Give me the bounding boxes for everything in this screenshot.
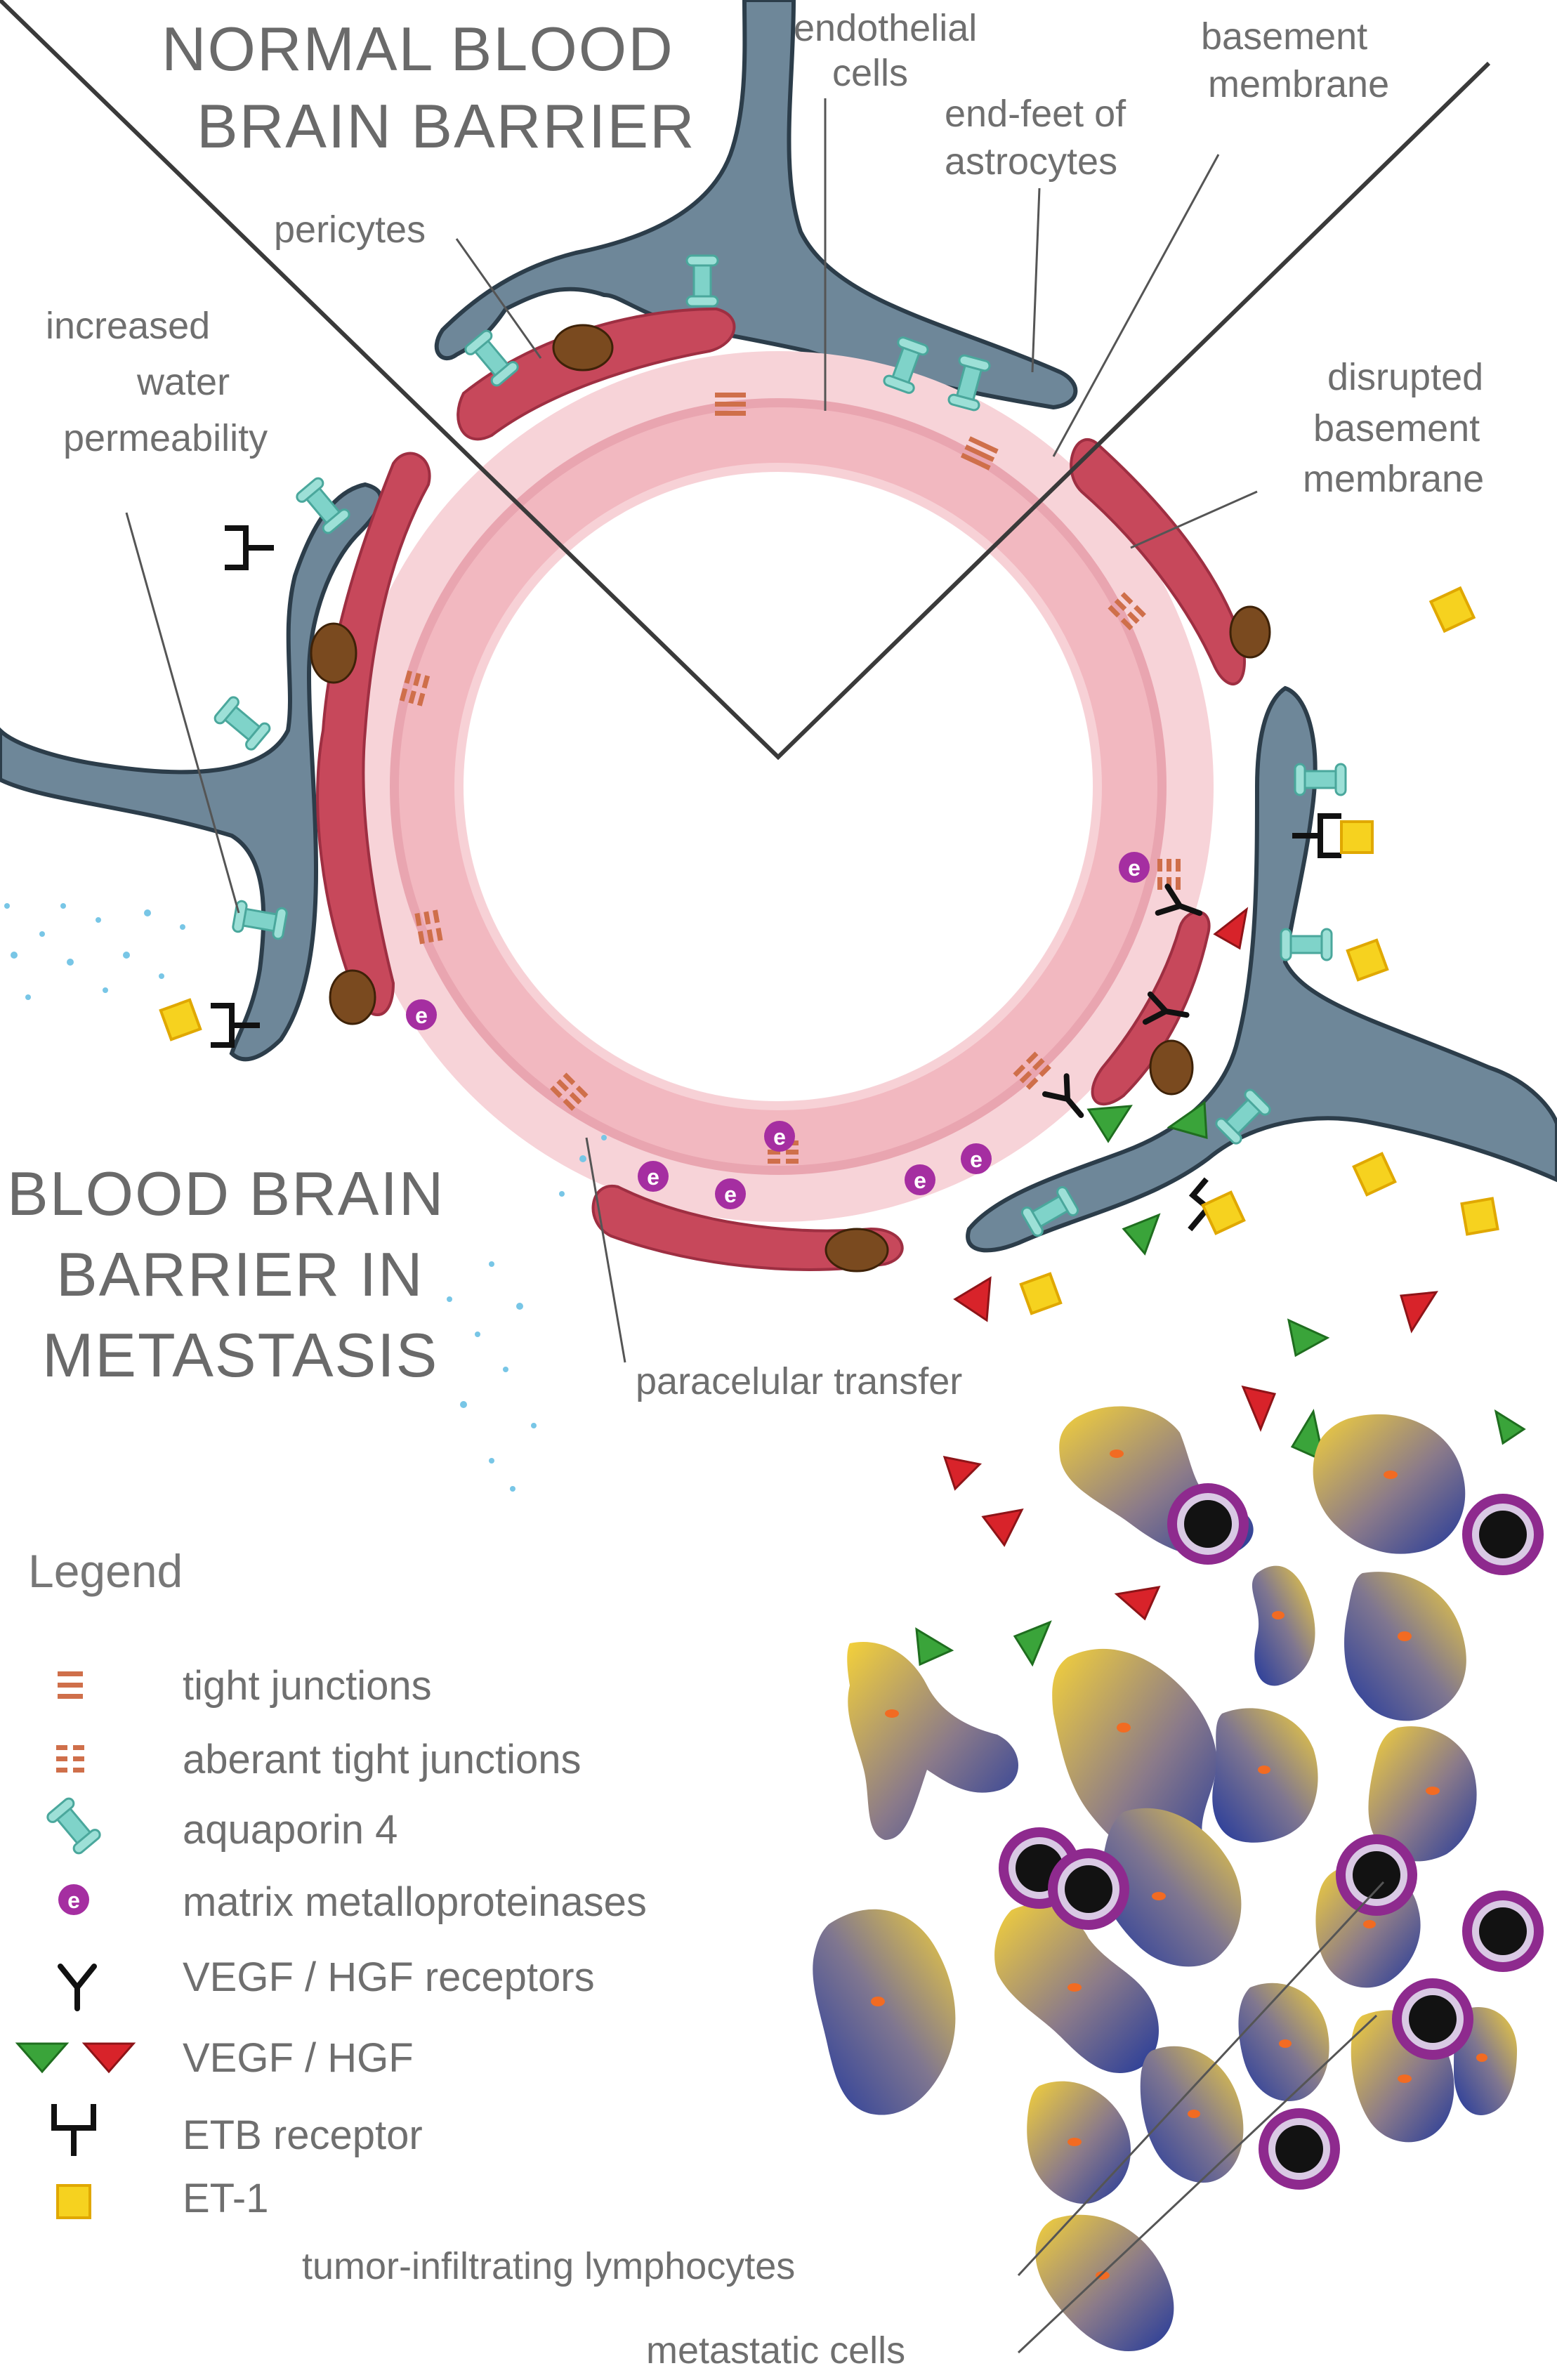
vegf-hgf-triangles-icon: [15, 2042, 136, 2074]
label-pericytes: pericytes: [274, 209, 426, 251]
vegf-receptor-icon: [58, 1964, 97, 2011]
label-basement-line1: basement: [1201, 15, 1367, 58]
legend-label-aberrant-tight-junctions: aberant tight junctions: [183, 1737, 581, 1782]
aberrant-tight-junction-icon: [56, 1745, 84, 1773]
legend-label-etb-receptor: ETB receptor: [183, 2112, 423, 2158]
legend-label-et1: ET-1: [183, 2176, 269, 2221]
aquaporin-icon: [44, 1795, 103, 1857]
legend: Legend tight junctions aberant tight jun…: [15, 1545, 647, 2221]
legend-label-vegf-receptors: VEGF / HGF receptors: [183, 1954, 595, 2000]
title-metastasis-line1: BLOOD BRAIN: [7, 1159, 445, 1228]
label-disrupted-line3: membrane: [1303, 458, 1484, 500]
label-water-line1: increased: [46, 305, 210, 347]
label-endfeet-line1: end-feet of: [945, 93, 1126, 135]
label-water-line3: permeability: [63, 417, 268, 459]
blood-vessel: [310, 307, 1271, 1273]
title-normal-line1: NORMAL BLOOD: [162, 14, 674, 84]
label-disrupted-line1: disrupted: [1327, 356, 1483, 398]
legend-heading: Legend: [28, 1545, 183, 1597]
section-divider: [0, 0, 1491, 761]
title-metastasis-line2: BARRIER IN: [56, 1240, 424, 1309]
legend-label-tight-junctions: tight junctions: [183, 1663, 432, 1709]
leader-lines: [125, 98, 1385, 2354]
label-metastatic-cells: metastatic cells: [646, 2329, 905, 2372]
mmp-icon: [58, 1884, 89, 1915]
etb-receptor-icon: [51, 2104, 96, 2156]
et1-square-icon: [56, 2184, 91, 2219]
legend-label-mmp: matrix metalloproteinases: [183, 1879, 647, 1925]
et1-markers: [159, 586, 1499, 1315]
vegf-hgf-markers: [915, 907, 1526, 1667]
title-normal-line2: BRAIN BARRIER: [197, 91, 696, 161]
water-droplets: [4, 903, 607, 1492]
label-disrupted-line2: basement: [1313, 407, 1480, 449]
label-lymphocytes: tumor-infiltrating lymphocytes: [302, 2245, 795, 2287]
title-metastasis-line3: METASTASIS: [42, 1320, 438, 1390]
label-endothelial-line1: endothelial: [794, 7, 977, 49]
legend-label-aquaporin: aquaporin 4: [183, 1807, 398, 1853]
label-paracellular: paracelular transfer: [636, 1360, 962, 1402]
legend-label-vegf-hgf: VEGF / HGF: [183, 2035, 414, 2081]
label-endfeet-line2: astrocytes: [945, 140, 1117, 183]
label-endothelial-line2: cells: [832, 52, 908, 94]
tight-junction-icon: [58, 1671, 83, 1699]
label-water-line2: water: [136, 361, 230, 403]
label-basement-line2: membrane: [1208, 63, 1389, 105]
